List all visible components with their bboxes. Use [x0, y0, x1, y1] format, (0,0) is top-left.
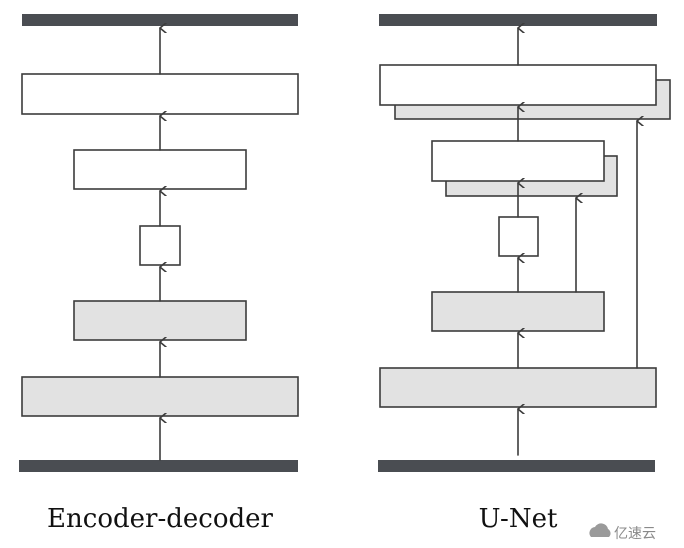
cloud-logo-icon — [589, 523, 611, 537]
bottleneck-layer — [498, 216, 539, 257]
input-bar — [19, 460, 298, 472]
unet-caption: U-Net — [479, 504, 558, 534]
unet-diagram: U-Net — [378, 14, 671, 534]
watermark: 亿速云 — [589, 523, 656, 542]
output-bar — [22, 14, 298, 26]
encoder-layer-1 — [21, 376, 299, 417]
output-bar — [379, 14, 657, 26]
encoder-decoder-diagram: Encoder-decoder — [19, 14, 299, 534]
bottleneck-layer — [139, 225, 181, 266]
watermark-text: 亿速云 — [614, 526, 656, 542]
decoder-layer-2 — [21, 73, 299, 115]
decoder-layer-2 — [379, 64, 657, 106]
encoder-layer-2 — [73, 300, 247, 341]
decoder-layer-1 — [431, 140, 605, 182]
decoder-layer-1 — [73, 149, 247, 190]
encoder-layer-2 — [431, 291, 605, 332]
encoder-decoder-caption: Encoder-decoder — [47, 504, 273, 534]
encoder-layer-1 — [379, 367, 657, 408]
input-bar — [378, 460, 655, 472]
